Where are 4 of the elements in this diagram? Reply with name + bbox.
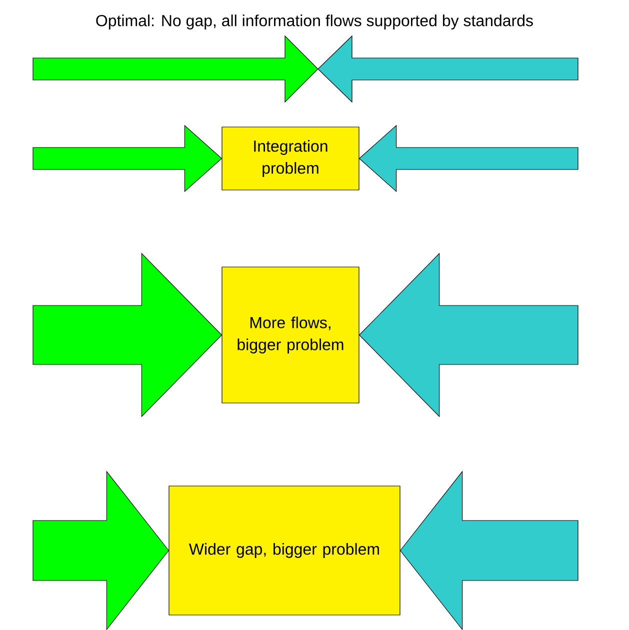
text-box: Wider gap, bigger problem: [168, 486, 400, 616]
text-box: Integration problem: [222, 126, 360, 190]
title: Optimal: No gap, all information flows supported by standards: [96, 14, 533, 30]
text-box: More flows, bigger problem: [222, 266, 360, 404]
